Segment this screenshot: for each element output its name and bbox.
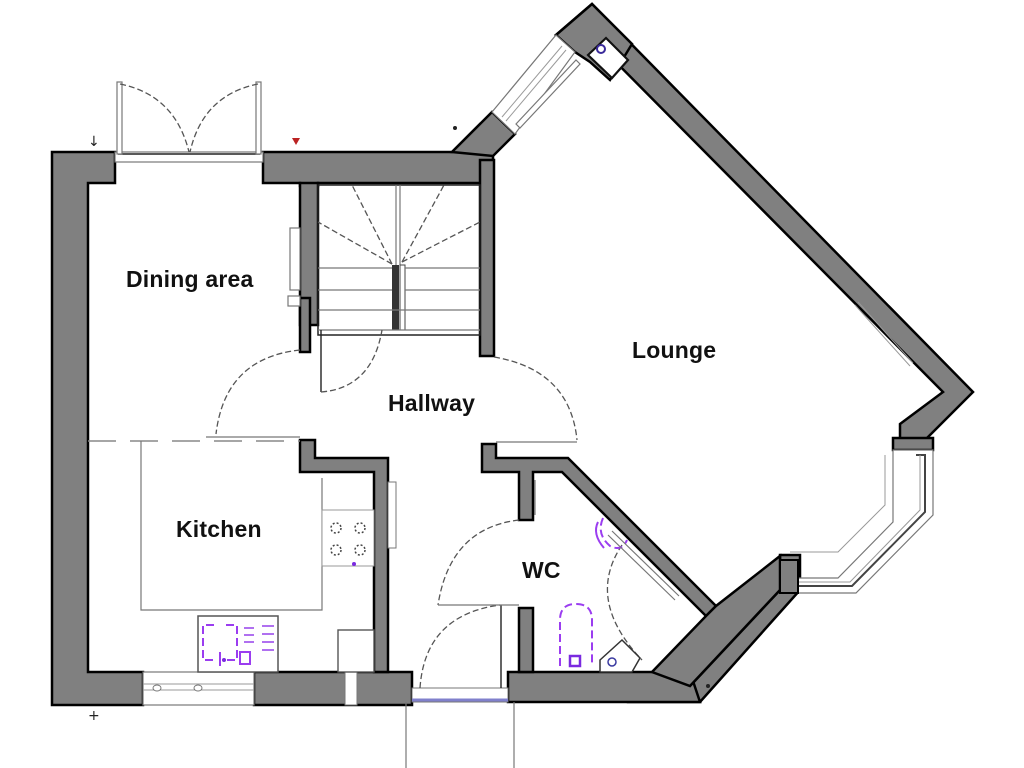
kitchen-fixtures bbox=[140, 441, 397, 673]
marker-dot bbox=[453, 126, 457, 130]
svg-text:↓: ↓ bbox=[88, 134, 100, 150]
wall-bay-upper bbox=[891, 436, 935, 452]
wall-top-middle bbox=[261, 122, 502, 188]
lounge-corner-duct bbox=[586, 36, 630, 80]
window-kitchen bbox=[142, 671, 255, 706]
windows bbox=[142, 34, 934, 706]
wall-kitchen-hall bbox=[298, 438, 390, 674]
room-label-kitchen: Kitchen bbox=[176, 516, 262, 542]
door-swings bbox=[88, 329, 643, 661]
front-door bbox=[405, 604, 515, 768]
window-lounge-right bbox=[854, 304, 911, 367]
staircase bbox=[317, 184, 481, 336]
window-bay bbox=[779, 449, 934, 594]
window-lounge-top bbox=[491, 34, 581, 135]
french-doors: ↓ bbox=[88, 81, 300, 163]
wc-fixtures bbox=[534, 480, 680, 673]
wall-left-outer bbox=[50, 150, 145, 707]
room-label-hallway: Hallway bbox=[388, 390, 476, 416]
marker-plus: + bbox=[88, 708, 100, 724]
wall-wc-lower bbox=[517, 606, 535, 674]
wall-hall-wc-top bbox=[480, 442, 718, 618]
marker-dot bbox=[706, 684, 710, 688]
wall-stair-right bbox=[478, 158, 496, 358]
room-label-lounge: Lounge bbox=[632, 337, 717, 363]
room-label-wc: WC bbox=[522, 557, 561, 583]
wall-bottom-middle bbox=[252, 670, 414, 707]
room-label-dining-area: Dining area bbox=[126, 266, 254, 292]
wall-stair-left-lower bbox=[298, 296, 312, 354]
